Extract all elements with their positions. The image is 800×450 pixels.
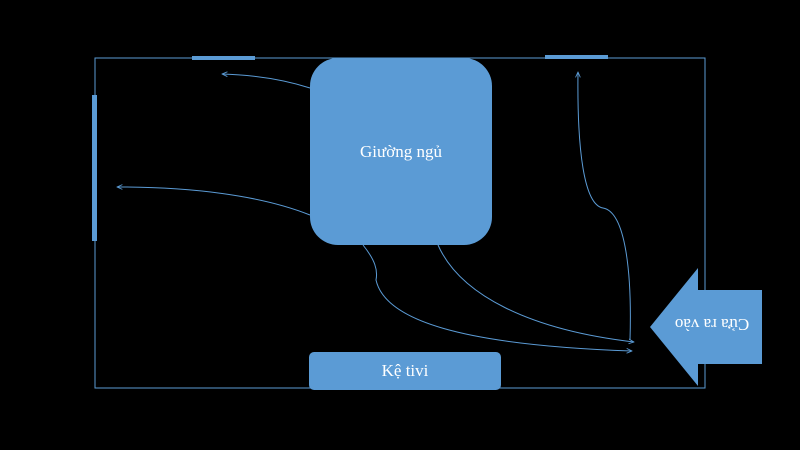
door-arrow-icon	[650, 268, 762, 386]
path-bed-to-top-window	[222, 74, 311, 89]
tv-stand-shape	[309, 352, 501, 390]
path-bed-right-to-door	[437, 244, 634, 342]
path-bed-left-to-door	[362, 244, 632, 351]
path-bed-to-left-window	[117, 187, 311, 216]
path-door-to-top-right-window	[578, 72, 631, 341]
window-top-left	[192, 56, 255, 60]
window-top-right	[545, 55, 608, 59]
bed-shape	[310, 58, 492, 245]
window-left-wall	[92, 95, 97, 241]
